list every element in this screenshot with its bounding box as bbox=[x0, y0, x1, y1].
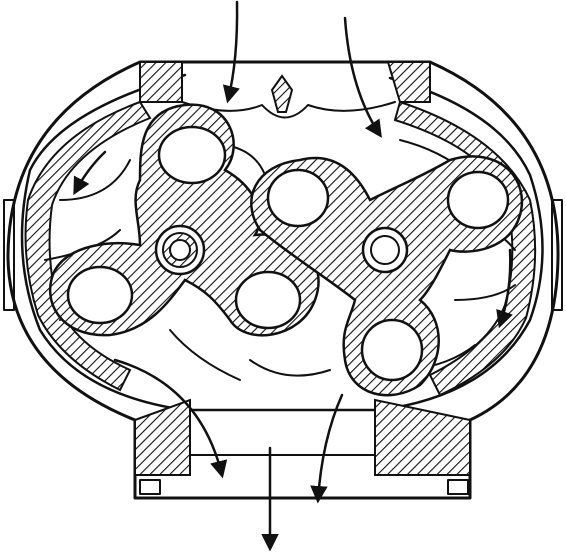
rotor-hole bbox=[360, 318, 424, 382]
outlet-arrow-left-icon bbox=[113, 358, 228, 479]
top-right-flange bbox=[386, 61, 431, 103]
left-boss bbox=[3, 199, 15, 311]
rotor-hole bbox=[234, 270, 302, 330]
right-shaft bbox=[370, 235, 400, 265]
left-rotor bbox=[48, 103, 320, 337]
outer-housing bbox=[6, 60, 560, 500]
top-inner-edge bbox=[181, 101, 396, 119]
top-valve bbox=[270, 74, 294, 113]
rotor-hole bbox=[157, 125, 227, 185]
outlet-arrow-right-icon bbox=[310, 393, 344, 504]
flow-arrow-left-icon bbox=[73, 150, 107, 196]
rotor-hole bbox=[66, 265, 134, 325]
right-rotor bbox=[250, 155, 524, 397]
foot-right bbox=[447, 479, 469, 495]
right-boss bbox=[551, 199, 563, 311]
inlet-arrow-right-icon bbox=[343, 16, 382, 138]
rotor-hole bbox=[446, 170, 510, 230]
bottom-left-flange bbox=[134, 398, 191, 476]
inlet-arrow-left-icon bbox=[222, 0, 240, 104]
rotor-hole bbox=[266, 168, 330, 228]
flow-arrows bbox=[73, 0, 513, 552]
bottom-right-flange bbox=[374, 398, 471, 476]
inner-bore bbox=[20, 73, 544, 412]
foot-left bbox=[139, 479, 161, 495]
flow-arrow-right-icon bbox=[496, 248, 513, 329]
left-casing-wall bbox=[24, 100, 152, 392]
top-left-flange bbox=[139, 61, 183, 103]
